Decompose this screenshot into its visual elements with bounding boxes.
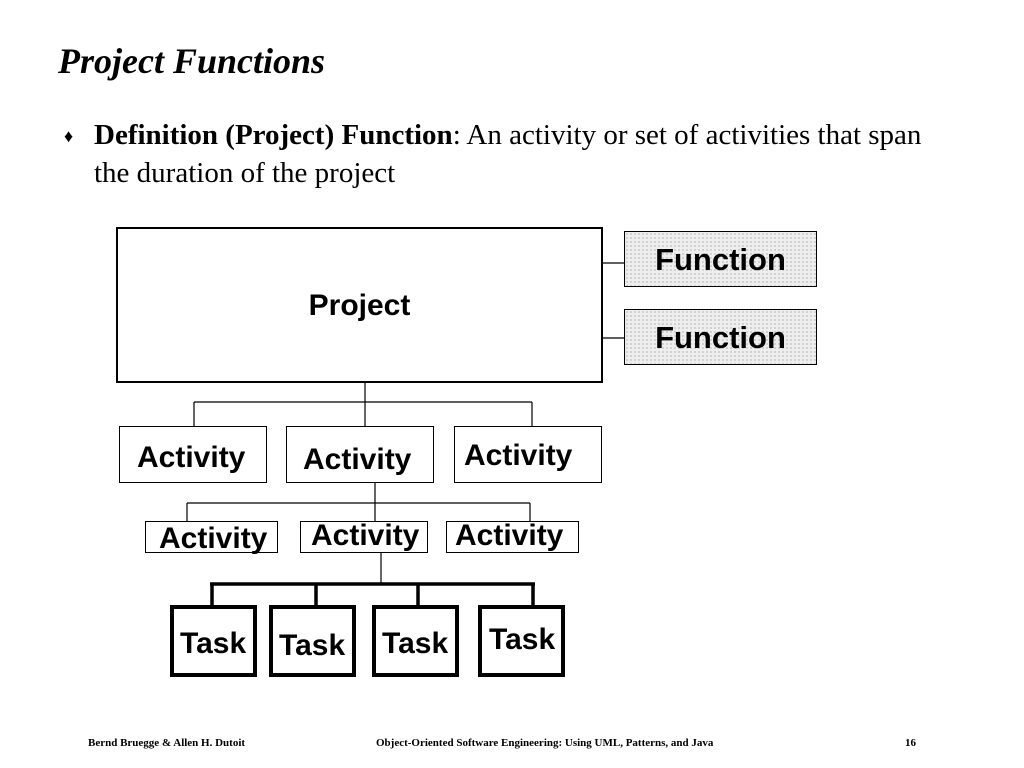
activity-box: Activity [286, 426, 434, 483]
task-label: Task [279, 629, 346, 662]
activity-box: Activity [454, 426, 602, 483]
function-label: Function [655, 242, 786, 277]
connector-subactivity-tasks [210, 582, 535, 608]
connector-project-activities [193, 383, 533, 426]
activity-label: Activity [137, 441, 246, 474]
activity-label: Activity [455, 519, 564, 552]
definition-separator: : [452, 119, 461, 151]
footer-book-title: Object-Oriented Software Engineering: Us… [376, 737, 714, 749]
footer-page-number: 16 [905, 737, 916, 749]
task-label: Task [382, 627, 449, 660]
task-box: Task [478, 605, 565, 677]
activity-label: Activity [159, 522, 268, 555]
activity-label: Activity [311, 519, 420, 552]
definition-term: Definition (Project) Function [94, 119, 453, 151]
function-box: Function [624, 231, 817, 287]
connector-activity-subactivities [186, 483, 531, 521]
activity-label: Activity [303, 443, 412, 476]
task-box: Task [269, 605, 356, 677]
task-box: Task [170, 605, 257, 677]
project-label: Project [308, 289, 411, 322]
function-box: Function [624, 309, 817, 365]
activity-label: Activity [464, 439, 573, 472]
task-box: Task [372, 605, 459, 677]
diamond-bullet-icon: ♦ [64, 126, 74, 146]
task-label: Task [180, 627, 247, 660]
slide-footer: Bernd Bruegge & Allen H. Dutoit Object-O… [0, 737, 1024, 751]
definition-text: Definition (Project) Function: An activi… [94, 116, 964, 192]
task-label: Task [489, 623, 556, 656]
slide-title: Project Functions [58, 41, 326, 81]
function-label: Function [655, 320, 786, 355]
subactivity-box: Activity [145, 521, 278, 555]
subactivity-box: Activity [300, 519, 428, 553]
footer-authors: Bernd Bruegge & Allen H. Dutoit [88, 737, 246, 749]
project-box: Project [116, 227, 603, 383]
definition-body: An activity or set of activities that sp… [94, 119, 922, 189]
subactivity-box: Activity [446, 519, 579, 553]
activity-box: Activity [119, 426, 267, 483]
